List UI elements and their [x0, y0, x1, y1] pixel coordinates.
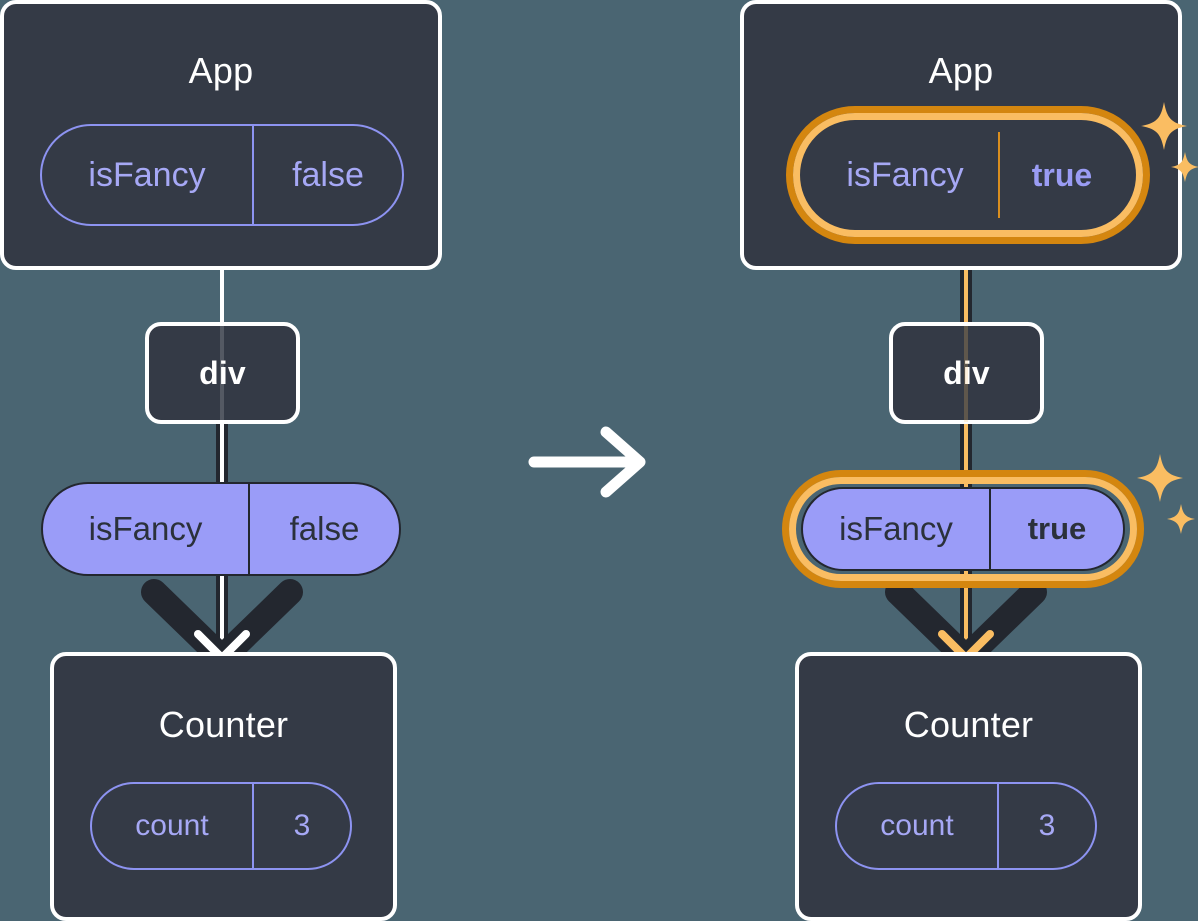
node-div-title-after: div: [943, 354, 990, 391]
prop-pill-isfancy-after[interactable]: isFancy true: [801, 487, 1125, 571]
state-pill-count-value-before: 3: [252, 784, 350, 868]
node-counter-title-after: Counter: [903, 704, 1034, 745]
wire-through-div-after: [964, 326, 968, 422]
state-pill-count-key-before: count: [135, 809, 209, 842]
state-pill-isfancy-app-before[interactable]: isFancy false: [40, 124, 404, 226]
state-pill-count-after[interactable]: count 3: [835, 782, 1097, 870]
prop-pill-value-after: true: [989, 489, 1123, 569]
node-app-after[interactable]: App: [740, 0, 1182, 270]
node-counter-title-before: Counter: [158, 704, 289, 745]
prop-pill-isfancy-before[interactable]: isFancy false: [41, 482, 401, 576]
wire-app-to-div-before: [220, 262, 224, 326]
prop-pill-value-before: false: [248, 484, 399, 574]
wire-prop-to-counter-before: [216, 556, 228, 666]
node-div-title-before: div: [199, 354, 246, 391]
sparkles-icon: [1141, 102, 1198, 182]
arrow-right-icon: [528, 426, 646, 498]
panel-before: App isFancy false div isFancy false Coun…: [0, 0, 460, 921]
node-div-before[interactable]: div: [145, 322, 300, 424]
wire-div-to-prop-before: [216, 420, 228, 492]
wire-prop-to-counter-after: [960, 556, 972, 666]
state-pill-value-before: false: [252, 126, 402, 224]
state-pill-value-after: true: [998, 132, 1124, 218]
wire-through-div-before: [220, 326, 224, 422]
state-pill-key-before: isFancy: [88, 155, 206, 194]
state-pill-count-before[interactable]: count 3: [90, 782, 352, 870]
node-app-title-before: App: [188, 50, 254, 91]
state-pill-count-value-after: 3: [997, 784, 1095, 868]
wire-div-to-prop-after: [960, 420, 972, 492]
state-pill-isfancy-app-after[interactable]: isFancy true: [810, 130, 1126, 220]
sparkles-prop-after: [1136, 452, 1198, 538]
prop-pill-key-after: isFancy: [839, 510, 953, 547]
wire-app-to-div-after: [960, 215, 972, 327]
node-div-after[interactable]: div: [889, 322, 1044, 424]
sparkles-app-after: [1140, 100, 1198, 186]
state-pill-key-after: isFancy: [846, 155, 964, 194]
sparkles-icon: [1137, 454, 1195, 534]
panel-after: App isFancy true .panel-right [data-name…: [740, 0, 1198, 921]
transition-arrow-right: [528, 425, 652, 504]
state-pill-count-key-after: count: [880, 809, 954, 842]
prop-pill-key-before: isFancy: [88, 510, 203, 547]
node-app-title-after: App: [928, 50, 994, 91]
